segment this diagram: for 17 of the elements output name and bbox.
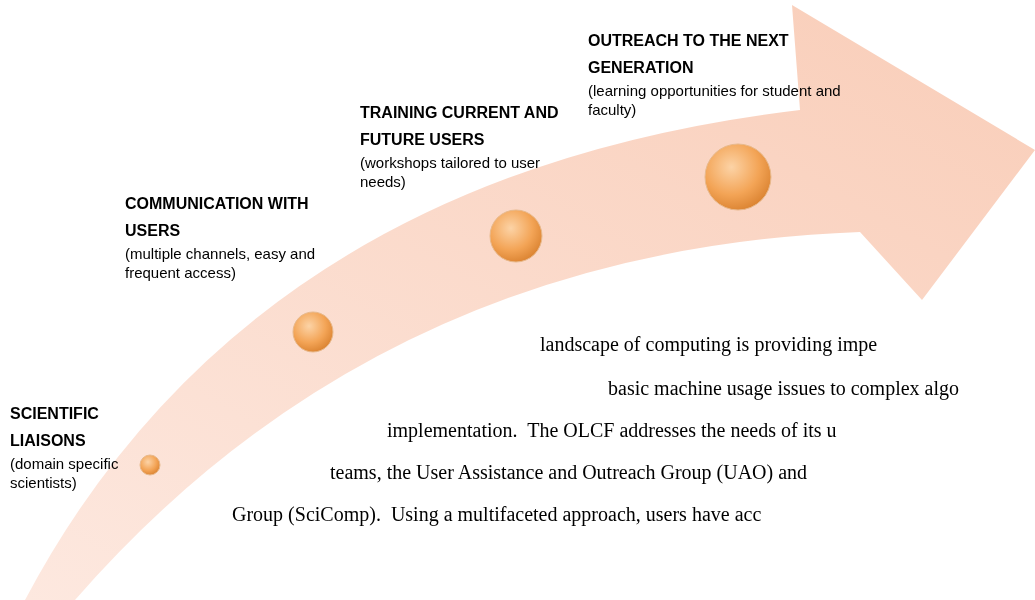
milestone-circle bbox=[489, 209, 543, 263]
stage-description: (domain specific scientists) bbox=[10, 454, 120, 492]
stage-heading: COMMUNICATION WITH USERS bbox=[125, 194, 310, 241]
milestone-circle bbox=[139, 454, 161, 476]
body-text-line: basic machine usage issues to complex algo bbox=[608, 377, 959, 400]
body-text-line: landscape of computing is providing impe bbox=[540, 333, 878, 356]
body-text-line: implementation. The OLCF addresses the needs of its u bbox=[387, 419, 837, 442]
stage-heading: TRAINING CURRENT AND FUTURE USERS bbox=[360, 103, 560, 150]
milestone-circle bbox=[704, 143, 772, 211]
body-text-line: teams, the User Assistance and Outreach Group (UAO) and bbox=[330, 461, 808, 484]
milestone-circle bbox=[292, 311, 334, 353]
stage-description: (workshops tailored to user needs) bbox=[360, 153, 542, 191]
stage-heading: OUTREACH TO THE NEXT GENERATION bbox=[588, 31, 790, 78]
stage-heading: SCIENTIFIC LIAISONS bbox=[10, 404, 100, 451]
body-text-line: Group (SciComp). Using a multifaceted approach, users have acc bbox=[232, 503, 762, 526]
stage-description: (learning opportunities for student and faculty) bbox=[588, 81, 842, 119]
stage-description: (multiple channels, easy and frequent access) bbox=[125, 244, 317, 282]
